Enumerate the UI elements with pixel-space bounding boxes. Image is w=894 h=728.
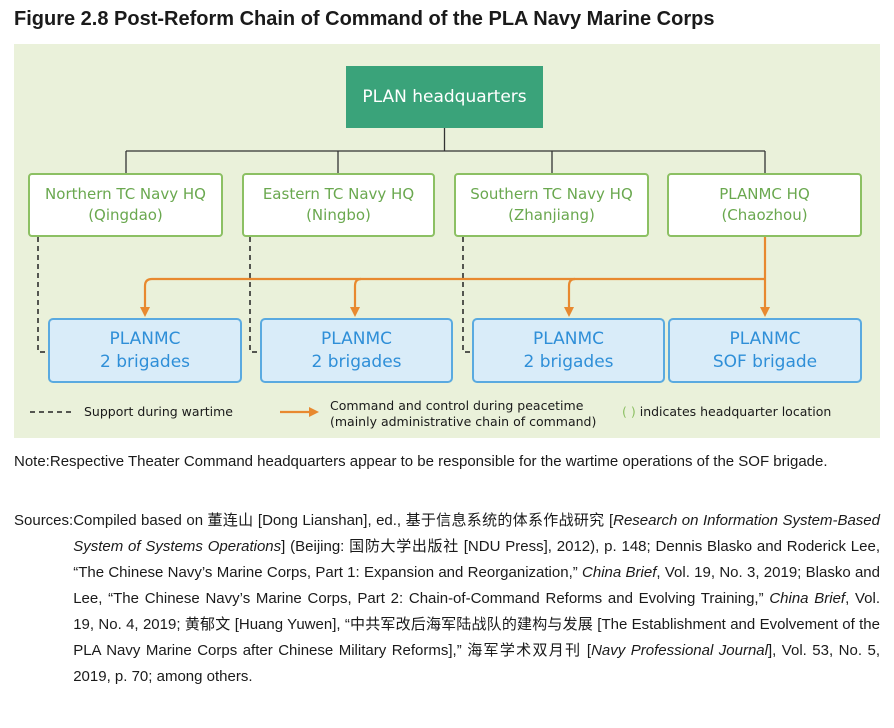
wartime-support-lines xyxy=(37,237,474,353)
source-title-italic: Research on Information System-Based Sys… xyxy=(73,512,880,555)
source-title-italic: China Brief xyxy=(769,590,846,607)
unit-name: PLANMC xyxy=(533,328,604,349)
unit-detail: 2 brigades xyxy=(311,351,402,372)
southern-brigades-box: PLANMC 2 brigades xyxy=(472,318,665,383)
tc-name: Northern TC Navy HQ xyxy=(45,185,206,203)
unit-name: PLANMC xyxy=(109,328,181,349)
eastern-brigades-box: PLANMC 2 brigades xyxy=(260,318,453,383)
sof-brigade-box: PLANMC SOF brigade xyxy=(668,318,862,383)
source-title-italic: China Brief xyxy=(582,564,657,581)
source-text-segment: , Vol. 19, No. 3, 2019; Blasko and Lee, … xyxy=(73,564,880,607)
tc-name: PLANMC HQ xyxy=(719,185,810,203)
tc-location: (Qingdao) xyxy=(88,206,163,224)
sources-text: Compiled based on 董连山 [Dong Lianshan], e… xyxy=(73,508,880,690)
tc-location: (Ningbo) xyxy=(306,206,371,224)
unit-name: PLANMC xyxy=(321,328,392,349)
legend-paren-symbol: ( ) xyxy=(622,404,636,419)
legend-paren-label: ( ) indicates headquarter location xyxy=(622,404,831,419)
legend-paren-text: indicates headquarter location xyxy=(639,404,832,419)
tc-location: (Chaozhou) xyxy=(721,206,808,224)
plan-headquarters-box: PLAN headquarters xyxy=(346,66,543,128)
source-text-segment: Compiled based on 董连山 [Dong Lianshan], e… xyxy=(73,512,614,529)
source-text-segment: , Vol. 19, No. 4, 2019; 黄郁文 [Huang Yuwen… xyxy=(73,590,881,659)
sources-block: Sources: Compiled based on 董连山 [Dong Lia… xyxy=(14,508,880,690)
hierarchy-lines xyxy=(125,128,766,173)
tc-name: Eastern TC Navy HQ xyxy=(262,185,415,203)
tc-location: (Zhanjiang) xyxy=(508,206,595,224)
tc-name: Southern TC Navy HQ xyxy=(470,185,633,203)
plan-headquarters-label: PLAN headquarters xyxy=(362,87,527,107)
note-block: Note: Respective Theater Command headqua… xyxy=(14,449,880,475)
southern-tc-navy-hq-box: Southern TC Navy HQ (Zhanjiang) xyxy=(454,173,649,237)
source-title-italic: Navy Professional Journal xyxy=(591,642,768,659)
unit-detail: 2 brigades xyxy=(523,351,614,372)
legend-command-label: Command and control during peacetime (ma… xyxy=(330,398,596,430)
northern-tc-navy-hq-box: Northern TC Navy HQ (Qingdao) xyxy=(28,173,223,237)
unit-name: PLANMC xyxy=(729,328,801,349)
unit-detail: 2 brigades xyxy=(99,351,191,372)
legend-command-line1: Command and control during peacetime xyxy=(330,398,584,413)
northern-brigades-box: PLANMC 2 brigades xyxy=(48,318,242,383)
note-label: Note: xyxy=(14,453,50,470)
eastern-tc-navy-hq-box: Eastern TC Navy HQ (Ningbo) xyxy=(242,173,435,237)
sources-label: Sources: xyxy=(14,512,74,529)
legend-dashed-label: Support during wartime xyxy=(84,404,233,419)
note-text: Respective Theater Command headquarters … xyxy=(49,453,828,470)
source-text-segment: ] (Beijing: 国防大学出版社 [NDU Press], 2012), … xyxy=(73,538,881,581)
unit-detail: SOF brigade xyxy=(712,351,818,372)
peacetime-command-arrows xyxy=(140,237,770,317)
source-text-segment: ], Vol. 53, No. 5, 2019, p. 70; among ot… xyxy=(73,642,880,685)
legend-command-line2: (mainly administrative chain of command) xyxy=(330,414,597,429)
figure-title: Figure 2.8 Post-Reform Chain of Command … xyxy=(14,8,715,30)
planmc-hq-box: PLANMC HQ (Chaozhou) xyxy=(667,173,862,237)
